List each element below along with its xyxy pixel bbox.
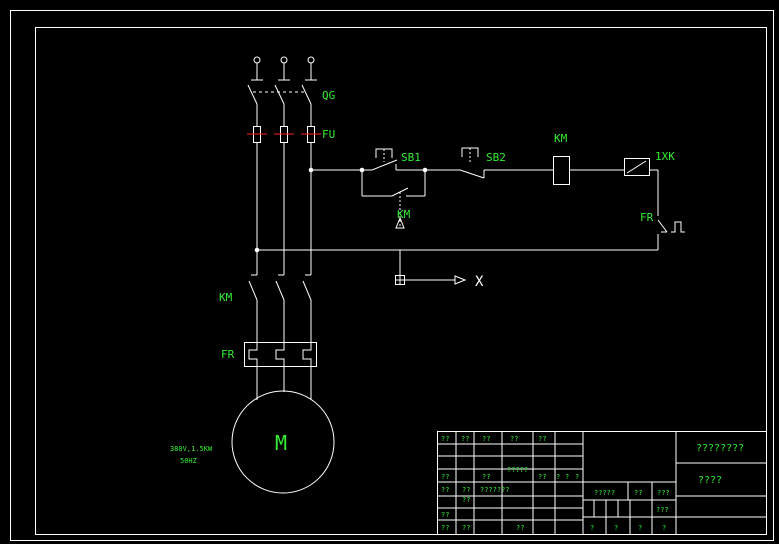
terminal-l1-icon: [253, 56, 261, 64]
label-fu: FU: [322, 128, 335, 141]
tb-r4-c2: ??: [462, 486, 470, 494]
label-km-coil: KM: [554, 132, 568, 145]
limit-switch-1xk-icon: [624, 158, 650, 176]
tb-r6-c7: ?: [662, 524, 666, 532]
thermal-relay-fr-icon: [244, 342, 317, 367]
tb-r1-c1: ??: [441, 435, 449, 443]
label-km-main: KM: [219, 291, 233, 304]
label-km-aux: KM: [397, 208, 411, 221]
terminal-l3-icon: [307, 56, 315, 64]
label-1xk: 1XK: [655, 150, 675, 163]
breaker-qg-icon: [247, 63, 317, 105]
tb-r6-c5: ?: [614, 524, 618, 532]
tb-r5-c2: ???: [656, 506, 669, 514]
tb-r3-c3: ?????: [507, 466, 528, 474]
coordinate-axis-icon: [395, 250, 467, 285]
tb-r3-c2: ??: [482, 473, 490, 481]
title-block-subtitle: ????: [698, 475, 722, 486]
tb-r1-c5: ??: [538, 435, 546, 443]
tb-r6-c3: ??: [516, 524, 524, 532]
label-fr-contact: FR: [640, 211, 654, 224]
label-fr-relay: FR: [221, 348, 235, 361]
tb-r6-c6: ?: [638, 524, 642, 532]
thermal-contact-fr-icon: [657, 219, 685, 233]
power-circuit: [231, 56, 335, 494]
terminal-l2-icon: [280, 56, 288, 64]
pushbutton-sb1-icon: [362, 148, 425, 171]
tb-r4-c3: ??: [462, 496, 470, 504]
label-sb1: SB1: [401, 151, 421, 164]
tb-r6-c2: ??: [462, 524, 470, 532]
tb-r4-c4: ???????: [480, 486, 510, 494]
tb-r5-c1: ??: [441, 511, 449, 519]
label-axis-x: X: [475, 274, 484, 290]
tb-r6-c4: ?: [590, 524, 594, 532]
tb-r4-c5: ?????: [594, 489, 615, 497]
tb-r4-c7: ???: [657, 489, 670, 497]
tb-r1-c2: ??: [461, 435, 469, 443]
tb-r4-c1: ??: [441, 486, 449, 494]
drawing-frame: [10, 10, 774, 541]
tb-r3-c4: ??: [538, 473, 546, 481]
contactor-km-coil-icon: [553, 156, 570, 185]
contactor-km-aux-icon: [359, 167, 428, 229]
motor-spec-power: 380V,1.5KW: [170, 445, 213, 453]
tb-r3-c5: ?: [556, 473, 560, 481]
label-qg: QG: [322, 89, 335, 102]
title-block: ???????? ???? ?? ?? ?? ?? ?? ?? ?? ?????…: [437, 431, 767, 535]
tb-r1-c3: ??: [482, 435, 490, 443]
motor-spec-frequency: 50HZ: [180, 457, 197, 465]
tb-r3-c7: ?: [575, 473, 579, 481]
fuse-fu-icon: [247, 126, 321, 143]
pushbutton-sb2-icon: [459, 147, 485, 179]
tb-r3-c6: ?: [565, 473, 569, 481]
title-block-drawing-title: ????????: [696, 443, 744, 454]
tb-r6-c1: ??: [441, 524, 449, 532]
contactor-km-main-icon: [248, 274, 312, 301]
label-motor: M: [275, 431, 287, 455]
tb-r1-c4: ??: [510, 435, 518, 443]
tb-r4-c6: ??: [634, 489, 642, 497]
motor-icon: [231, 390, 335, 494]
control-circuit: [254, 147, 685, 285]
label-sb2: SB2: [486, 151, 506, 164]
tb-r3-c1: ??: [441, 473, 449, 481]
